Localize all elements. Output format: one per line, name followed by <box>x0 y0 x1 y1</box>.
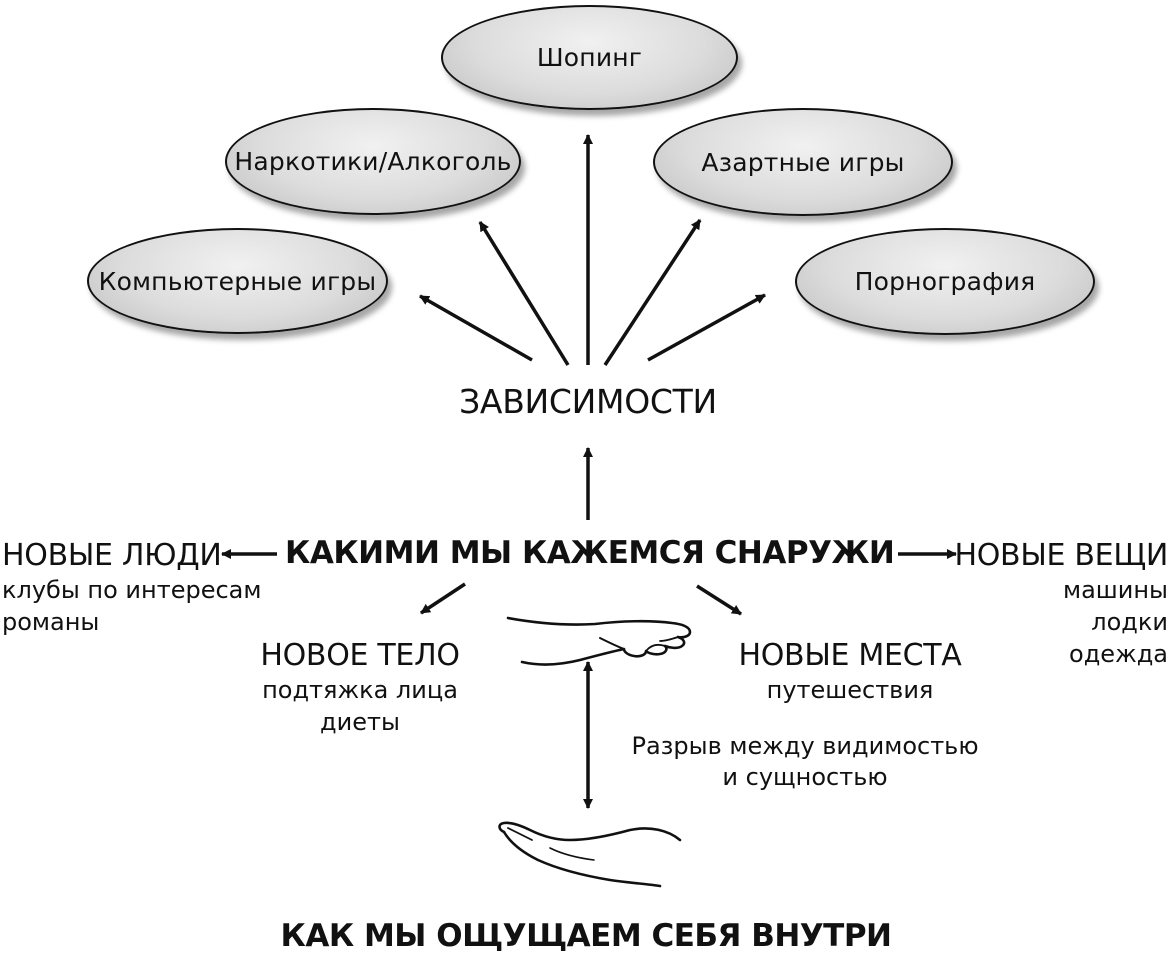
gap-label-line-1: Разрыв между видимостью <box>631 732 979 760</box>
edge-outside-new-places <box>696 584 742 616</box>
node-new-things-item-2: лодки <box>1091 608 1168 636</box>
node-new-body-item-1: подтяжка лица <box>262 676 458 704</box>
node-porn-label: Порнография <box>854 267 1036 296</box>
node-new-places-item-1: путешествия <box>766 676 934 704</box>
edge-addictions-drugs <box>478 221 570 366</box>
edge-addictions-gambling <box>603 219 702 366</box>
node-new-things-title: НОВЫЕ ВЕЩИ <box>954 538 1168 573</box>
node-new-things-item-1: машины <box>1062 576 1168 604</box>
node-new-things-item-3: одежда <box>1069 640 1168 668</box>
hand-palm-down-icon <box>506 616 692 666</box>
gap-label-line-2: и сущностью <box>722 763 888 791</box>
node-gambling-label: Азартные игры <box>701 147 905 177</box>
node-new-body-item-2: диеты <box>320 708 400 736</box>
node-games-label: Компьютерные игры <box>98 266 377 296</box>
node-shopping-label: Шопинг <box>536 43 643 72</box>
node-addictions-title: ЗАВИСИМОСТИ <box>459 382 717 421</box>
node-games: Компьютерные игры <box>87 228 388 334</box>
node-outside-title: КАКИМИ МЫ КАЖЕМСЯ СНАРУЖИ <box>285 535 895 571</box>
node-new-people-item-1: клубы по интересам <box>2 576 262 604</box>
node-drugs-label: Наркотики/Алкоголь <box>234 147 512 176</box>
node-new-people-title: НОВЫЕ ЛЮДИ <box>2 538 222 573</box>
edge-addictions-games <box>419 294 533 362</box>
node-new-people-item-2: романы <box>2 608 100 636</box>
node-new-body-title: НОВОЕ ТЕЛО <box>260 638 460 673</box>
node-new-places-title: НОВЫЕ МЕСТА <box>738 638 962 673</box>
node-drugs: Наркотики/Алкоголь <box>225 108 521 215</box>
node-shopping: Шопинг <box>441 5 738 110</box>
hand-palm-up-icon <box>498 821 682 888</box>
edge-addictions-porn <box>647 293 766 362</box>
node-inside-title: КАК МЫ ОЩУЩАЕМ СЕБЯ ВНУТРИ <box>280 918 892 954</box>
node-gambling: Азартные игры <box>653 108 953 216</box>
node-porn: Порнография <box>795 228 1095 335</box>
edge-outside-new-body <box>420 582 466 615</box>
